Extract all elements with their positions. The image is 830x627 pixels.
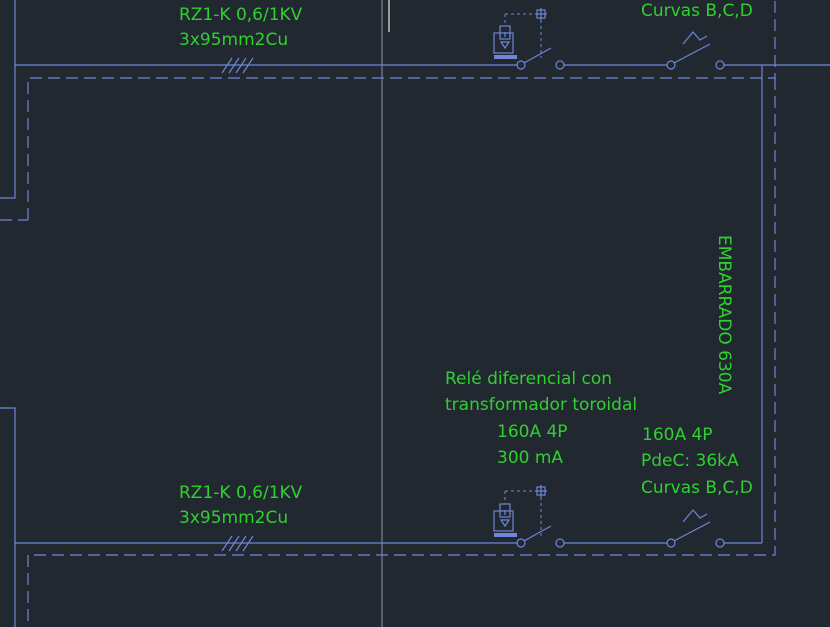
enclosure-top [27,0,776,220]
relay-sensitivity: 300 mA [497,448,563,468]
circuit-breaker-symbol [666,31,830,70]
relay-rating: 160A 4P [497,422,568,442]
contact-terminal [555,60,565,70]
left-panel-edge-bottom [0,407,16,627]
contact-terminal [516,60,526,70]
relay-contact-blade [523,47,552,64]
contact-terminal [555,538,565,548]
cable-hatch-top [221,57,254,74]
cable-hatch-bottom [221,535,254,552]
feeder-top[interactable]: RZ1-K 0,6/1KV 3x95mm2Cu Curvas B,C,D [0,0,830,221]
breaker-curve-bottom: Curvas B,C,D [641,478,753,498]
cable-spec-bottom-line1: RZ1-K 0,6/1KV [179,483,303,503]
cable-spec-bottom-line2: 3x95mm2Cu [179,508,288,528]
busbar-label: EMBARRADO 630A [714,235,734,395]
cable-spec-top-line1: RZ1-K 0,6/1KV [179,5,303,25]
relay-desc-line2: transformador toroidal [445,395,637,415]
contact-terminal [516,538,526,548]
breaker-curve-top: Curvas B,C,D [641,1,753,21]
breaker-breaking-capacity: PdeC: 36kA [641,451,739,471]
breaker-rating: 160A 4P [642,425,713,445]
differential-relay-symbol [493,485,547,537]
relay-contact-blade [523,525,552,542]
circuit-breaker-symbol [666,509,762,548]
cable-spec-top-line2: 3x95mm2Cu [179,30,288,50]
enclosure-bottom [27,78,776,627]
left-panel-edge-top [0,0,16,199]
differential-relay-symbol [493,8,547,59]
feeder-bottom[interactable]: Relé diferencial con transformador toroi… [15,78,776,627]
relay-desc-line1: Relé diferencial con [445,369,612,389]
